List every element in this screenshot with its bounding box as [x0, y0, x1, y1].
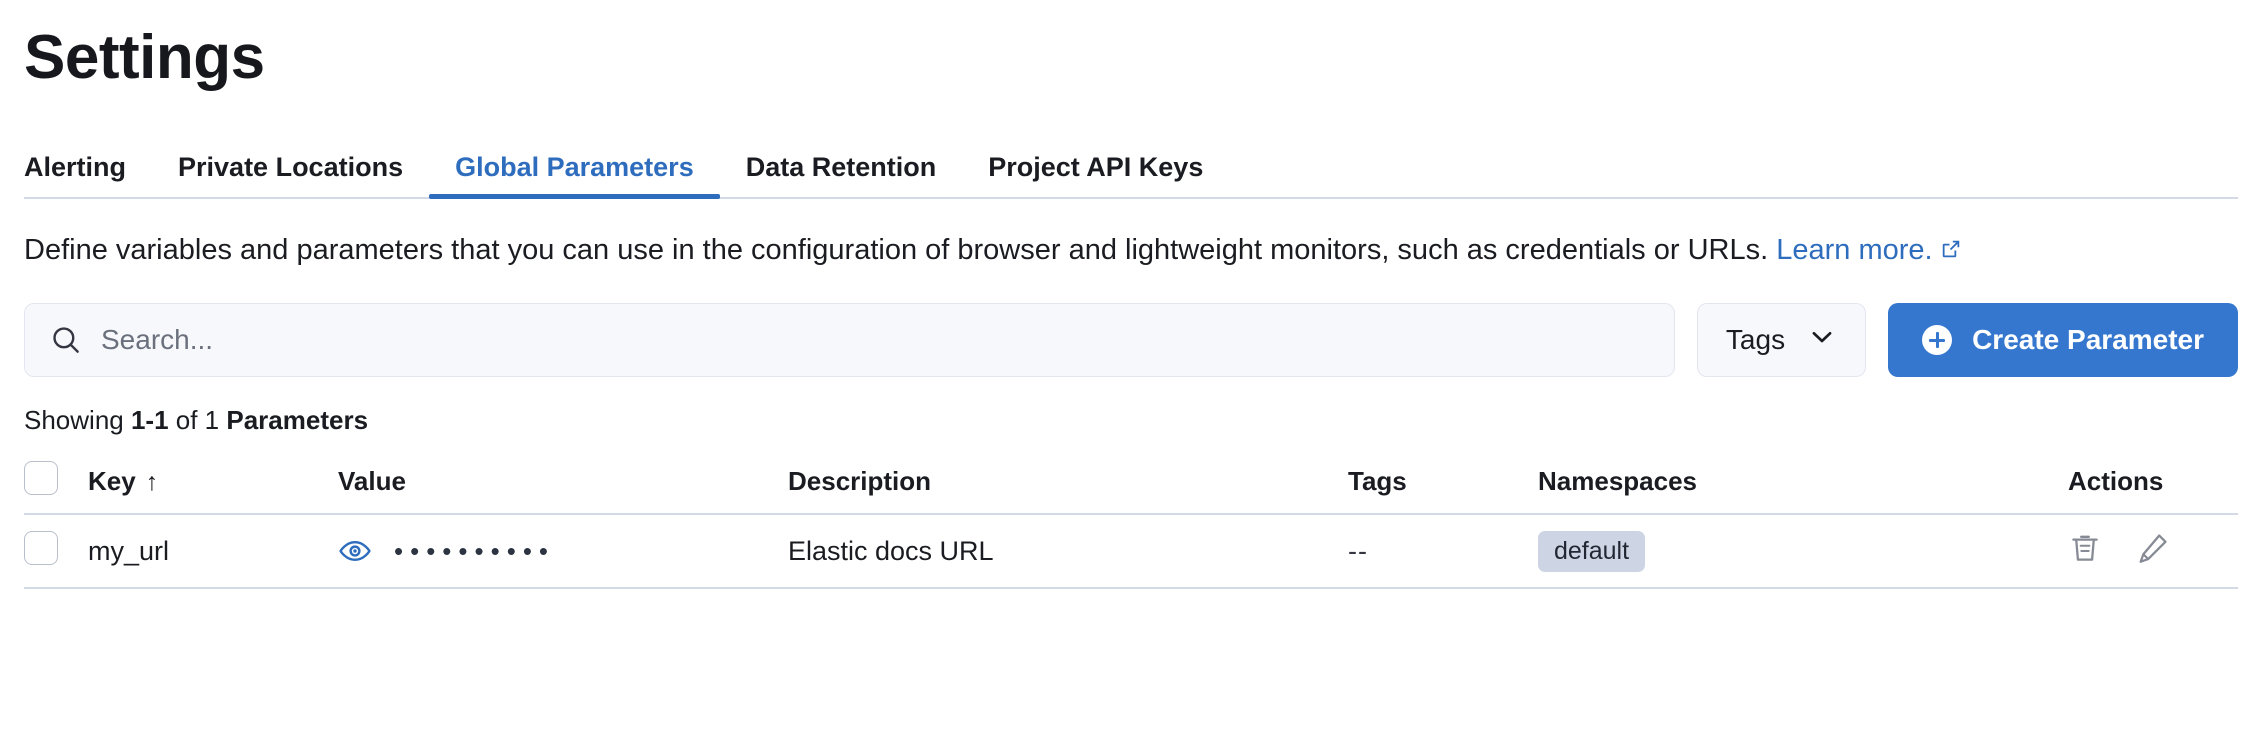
tab-label: Private Locations [178, 152, 404, 183]
create-parameter-label: Create Parameter [1972, 324, 2204, 356]
tab-label: Data Retention [745, 152, 937, 183]
cell-namespaces: default [1538, 514, 2068, 590]
parameters-table: Key ↑ Value Description Tags Namespaces A… [24, 450, 2238, 590]
namespace-badge: default [1538, 530, 1646, 573]
page-description: Define variables and parameters that you… [24, 229, 2204, 273]
learn-more-label: Learn more. [1776, 234, 1933, 267]
search-input[interactable] [101, 324, 1650, 357]
cell-description: Elastic docs URL [788, 514, 1348, 590]
column-header-label: Description [788, 466, 932, 497]
tab-project-api-keys[interactable]: Project API Keys [962, 154, 1229, 197]
cell-key: my_url [88, 514, 338, 590]
tab-label: Global Parameters [455, 152, 694, 183]
cell-value: •••••••••• [338, 514, 788, 590]
settings-tabs: Alerting Private Locations Global Parame… [24, 139, 2238, 200]
chevron-down-icon [1807, 322, 1837, 359]
table-header-row: Key ↑ Value Description Tags Namespaces A… [24, 450, 2238, 516]
tab-private-locations[interactable]: Private Locations [152, 154, 429, 197]
create-parameter-button[interactable]: Create Parameter [1888, 303, 2238, 378]
column-header-tags[interactable]: Tags [1348, 450, 1538, 516]
results-range: 1-1 [130, 405, 169, 436]
cell-actions [2068, 514, 2238, 590]
tab-label: Project API Keys [988, 152, 1204, 183]
tags-filter-label: Tags [1725, 324, 1786, 356]
toolbar: Tags Create Parameter [24, 303, 2238, 378]
column-header-namespaces[interactable]: Namespaces [1538, 450, 2068, 516]
results-middle: of 1 [168, 405, 227, 436]
pencil-icon[interactable] [2136, 531, 2170, 565]
tab-label: Alerting [24, 152, 127, 183]
column-header-key[interactable]: Key ↑ [88, 450, 338, 516]
row-checkbox[interactable] [24, 530, 58, 565]
tags-empty-value: -- [1348, 535, 1368, 566]
trash-icon[interactable] [2068, 531, 2102, 565]
column-header-actions: Actions [2068, 450, 2238, 516]
table-body: my_url •••••••••• Elastic docs UR [24, 514, 2238, 590]
tab-global-parameters[interactable]: Global Parameters [429, 152, 720, 200]
value-wrapper: •••••••••• [338, 534, 788, 568]
column-header-label: Key [88, 466, 136, 497]
row-select-cell [24, 514, 88, 590]
page-title: Settings [24, 23, 265, 92]
results-prefix: Showing [24, 405, 131, 436]
learn-more-link[interactable]: Learn more. [1776, 234, 1932, 266]
results-entity: Parameters [226, 405, 369, 436]
select-all-header [24, 450, 88, 516]
arrow-up-icon: ↑ [145, 468, 159, 497]
plus-circle-icon [1922, 325, 1953, 356]
results-summary: Showing 1-1 of 1 Parameters [24, 405, 2238, 436]
row-actions [2068, 531, 2170, 565]
search-box[interactable] [24, 303, 1675, 378]
search-icon [49, 323, 83, 357]
tags-filter-button[interactable]: Tags [1696, 303, 1867, 378]
table-row: my_url •••••••••• Elastic docs UR [24, 514, 2238, 590]
table-header: Key ↑ Value Description Tags Namespaces A… [24, 450, 2238, 516]
external-link-icon [1939, 231, 1963, 273]
description-text: Define variables and parameters that you… [24, 234, 1769, 267]
column-header-value[interactable]: Value [338, 450, 788, 516]
select-all-checkbox[interactable] [24, 461, 58, 496]
masked-value: •••••••••• [394, 536, 556, 567]
eye-icon[interactable] [338, 534, 372, 568]
column-header-label: Value [338, 466, 406, 497]
column-header-label: Namespaces [1538, 466, 1697, 497]
cell-tags: -- [1348, 514, 1538, 590]
column-header-description[interactable]: Description [788, 450, 1348, 516]
tab-data-retention[interactable]: Data Retention [720, 154, 963, 197]
column-header-label: Tags [1348, 466, 1407, 497]
tab-alerting[interactable]: Alerting [24, 154, 152, 197]
column-header-label: Actions [2068, 466, 2164, 497]
